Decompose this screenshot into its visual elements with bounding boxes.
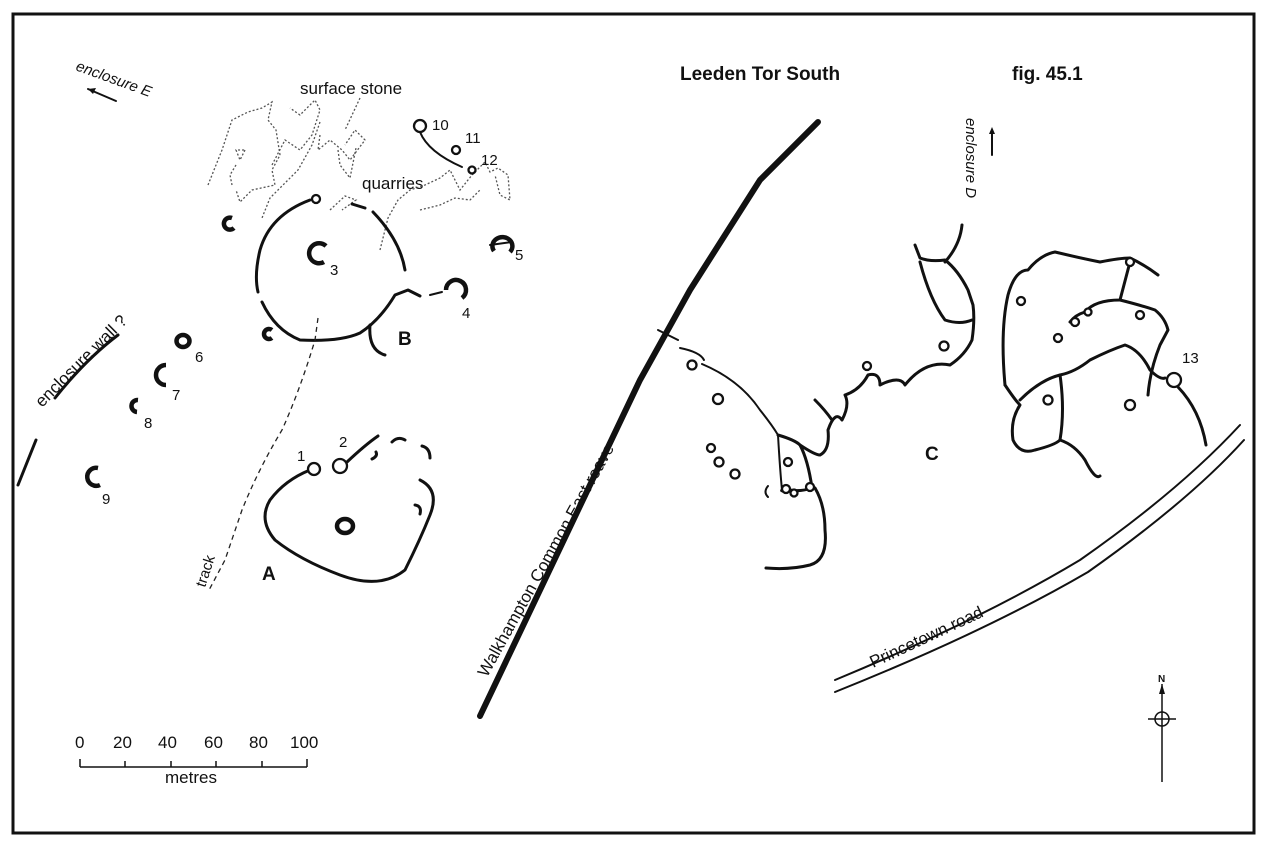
- hut-number-2: 2: [339, 434, 347, 451]
- hut-circle-3: [306, 241, 328, 266]
- hut-number-13: 13: [1182, 350, 1199, 367]
- map-title: Leeden Tor South: [680, 64, 840, 85]
- reave-line: [477, 119, 821, 719]
- north-arrow: N: [1148, 674, 1176, 782]
- enclosure-wall-line: [53, 333, 120, 400]
- quarry-outlines: [207, 97, 511, 251]
- hut-circle: [334, 516, 356, 536]
- surface-stone-label: surface stone: [300, 79, 402, 98]
- hut-number-6: 6: [195, 349, 203, 366]
- enclosure-b: B: [254, 193, 422, 357]
- quarries-label: quarries: [362, 174, 423, 193]
- hut-circle-12: [467, 165, 477, 175]
- enclosure-b-label: B: [398, 329, 412, 350]
- reave-label: Walkhampton Common East reave: [474, 441, 618, 680]
- hut-number-7: 7: [172, 387, 180, 404]
- hut-number-10: 10: [432, 117, 449, 134]
- map-frame: [11, 12, 1256, 835]
- track-label: track: [193, 553, 219, 590]
- hut-number-5: 5: [515, 247, 523, 264]
- hut-circle-2: [331, 457, 349, 475]
- scale-bar: 0 20 40 60 80 100 metres: [75, 733, 318, 787]
- hut-circle-8: [129, 397, 139, 415]
- hut-circle-7: [153, 362, 167, 388]
- scale-unit-label: metres: [165, 768, 217, 787]
- hut-circle-13: [1165, 371, 1183, 389]
- hut-number-9: 9: [102, 491, 110, 508]
- hut-number-1: 1: [297, 448, 305, 465]
- scale-tick-label: 20: [113, 733, 132, 752]
- hut-circle-10: [412, 118, 428, 134]
- hut-circle-1: [306, 461, 322, 477]
- scale-tick-label: 80: [249, 733, 268, 752]
- arrowhead-icon: [88, 88, 96, 94]
- hut-circle: [261, 326, 274, 342]
- scale-tick-label: 60: [204, 733, 223, 752]
- enclosure-c-field-system: C 13: [679, 223, 1208, 571]
- princetown-road: Princetown road: [834, 424, 1245, 693]
- enclosure-a-label: A: [262, 564, 276, 585]
- road-label: Princetown road: [867, 602, 986, 671]
- hut-circle-4: [443, 277, 469, 300]
- enclosure-a: 1 2 A: [262, 434, 435, 585]
- hut-circle-5: [490, 234, 515, 254]
- figure-number: fig. 45.1: [1012, 64, 1083, 85]
- hut-circle-11: [450, 144, 462, 156]
- hut-number-3: 3: [330, 262, 338, 279]
- hut-number-4: 4: [462, 305, 470, 322]
- track-line: [207, 317, 319, 593]
- scale-tick-label: 0: [75, 733, 84, 752]
- hut-number-12: 12: [481, 152, 498, 169]
- enclosure-wall-line: [16, 438, 38, 487]
- hut-circle: [221, 215, 236, 232]
- enclosure-wall-label: enclosure wall ?: [31, 311, 131, 411]
- enclosure-c-label: C: [925, 444, 939, 465]
- hut-circle-9: [85, 465, 101, 489]
- hut-circles-west: 3 4 5 6 7 8 9 10 11 12: [85, 117, 523, 508]
- enclosure-e-label: enclosure E: [74, 58, 155, 101]
- enclosure-d-label: enclosure D: [962, 118, 979, 198]
- scale-tick-label: 40: [158, 733, 177, 752]
- hut-circle-6: [174, 332, 192, 350]
- north-label: N: [1158, 674, 1165, 685]
- arrowhead-icon: [989, 127, 995, 134]
- hut-number-8: 8: [144, 415, 152, 432]
- hut-number-11: 11: [465, 130, 481, 147]
- enclosure-e-pointer: enclosure E: [74, 58, 155, 102]
- scale-tick-label: 100: [290, 733, 318, 752]
